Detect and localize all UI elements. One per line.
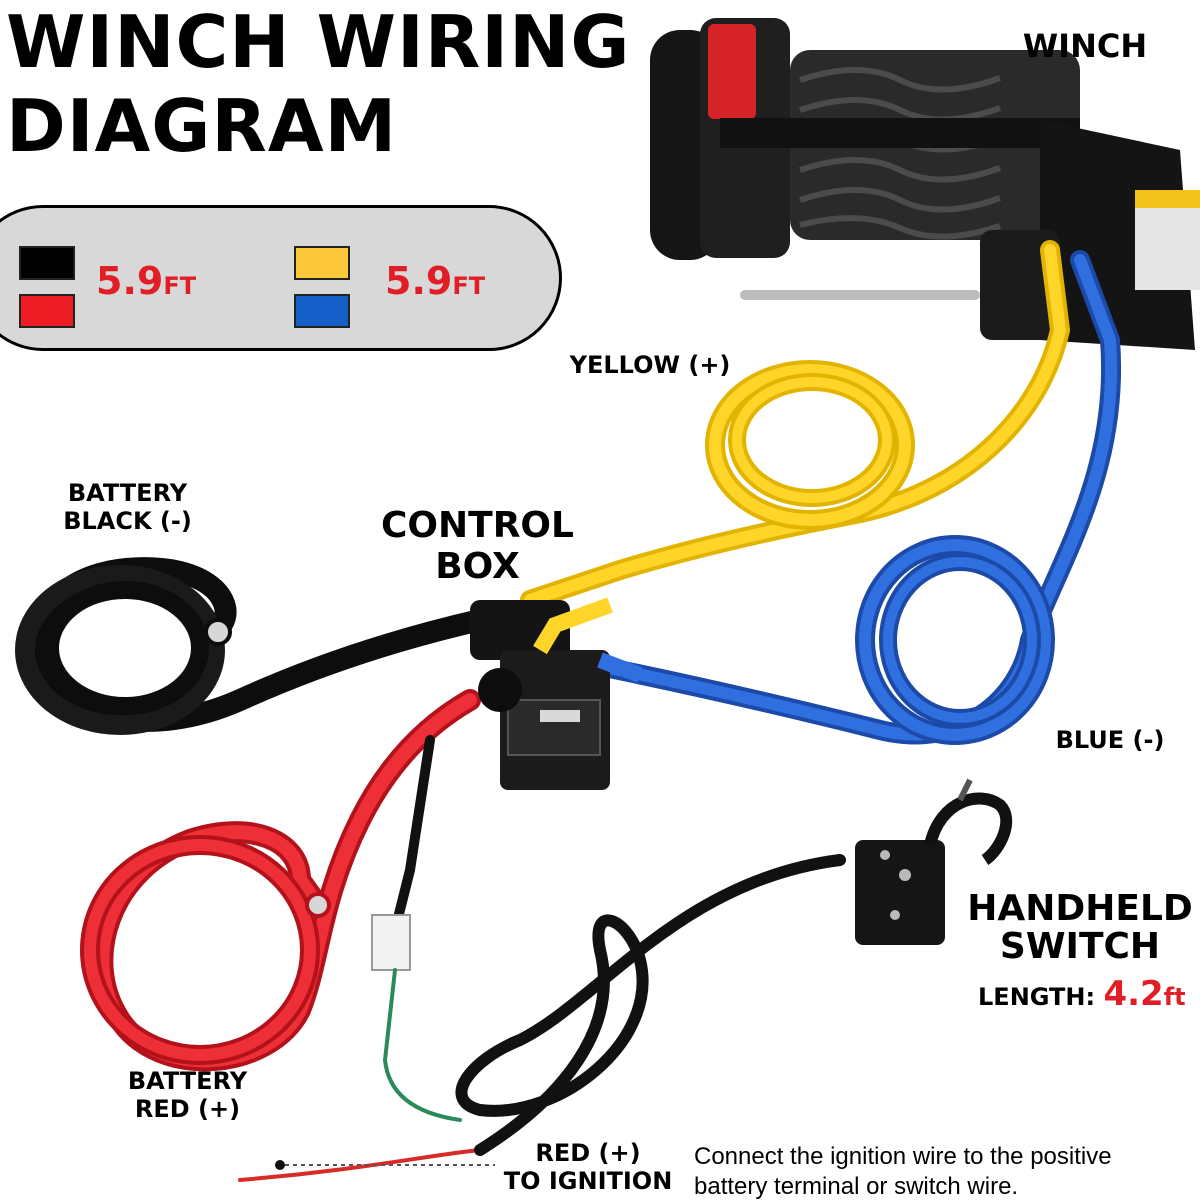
cable-length-legend: 5.9FT 5.9FT: [0, 205, 562, 351]
legend-length-2: 5.9FT: [385, 261, 485, 306]
ignition-note-line2: battery terminal or switch wire.: [694, 1173, 1019, 1200]
label-battery-black: BATTERY BLACK (-): [40, 479, 215, 535]
label-control-box-line2: BOX: [435, 546, 520, 588]
yellow-positive-cable: [520, 240, 1071, 610]
label-handheld-switch-line1: HANDHELD: [967, 888, 1193, 929]
label-blue: BLUE (-): [1055, 726, 1165, 754]
ignition-note-line1: Connect the ignition wire to the positiv…: [694, 1143, 1112, 1170]
title-line-2: DIAGRAM: [6, 84, 398, 168]
label-red-ignition-line2: TO IGNITION: [503, 1166, 673, 1195]
label-handheld-switch: HANDHELD SWITCH: [960, 890, 1200, 966]
swatch-yellow: [294, 246, 350, 280]
label-control-box-line1: CONTROL: [381, 505, 574, 546]
label-handheld-switch-line2: SWITCH: [999, 925, 1161, 967]
label-battery-red-line1: BATTERY: [127, 1067, 248, 1095]
legend-length-1: 5.9FT: [96, 261, 196, 306]
label-battery-black-line1: BATTERY: [67, 479, 188, 507]
ignition-note: Connect the ignition wire to the positiv…: [694, 1142, 1200, 1200]
label-battery-red-line2: RED (+): [134, 1094, 241, 1123]
title-line-1: WINCH WIRING: [6, 0, 631, 84]
black-battery-cable: [15, 557, 491, 735]
switch-length-value: 4.2: [1103, 974, 1164, 1014]
label-switch-length: LENGTH: 4.2ft: [978, 974, 1200, 1014]
swatch-red: [19, 294, 75, 328]
switch-length-unit: ft: [1163, 983, 1186, 1011]
winch-illustration: [650, 18, 1200, 350]
legend-length-1-unit: FT: [163, 272, 197, 300]
label-yellow: YELLOW (+): [569, 351, 731, 379]
label-winch: WINCH: [1022, 27, 1148, 65]
label-red-ignition: RED (+) TO IGNITION: [488, 1139, 688, 1195]
diagram-title: WINCH WIRING DIAGRAM: [6, 0, 630, 168]
blue-negative-cable: [560, 250, 1122, 745]
control-box-illustration: [470, 597, 643, 790]
swatch-black: [19, 246, 75, 280]
switch-length-label: LENGTH:: [978, 983, 1096, 1011]
ignition-and-switch-wiring: [238, 735, 846, 1182]
label-battery-black-line2: BLACK (-): [63, 506, 192, 535]
handheld-switch-illustration: [855, 778, 1013, 945]
label-control-box: CONTROL BOX: [360, 505, 595, 588]
swatch-blue: [294, 294, 350, 328]
legend-length-1-value: 5.9: [96, 259, 164, 303]
label-battery-red: BATTERY RED (+): [100, 1067, 275, 1123]
legend-length-2-unit: FT: [452, 272, 486, 300]
label-red-ignition-line1: RED (+): [535, 1139, 641, 1167]
legend-length-2-value: 5.9: [385, 259, 453, 303]
red-battery-cable: [80, 689, 481, 1072]
